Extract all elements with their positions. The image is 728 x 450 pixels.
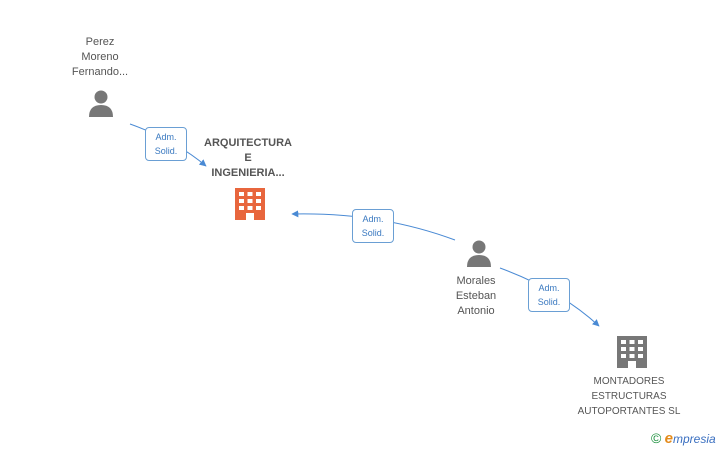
badge-line: Solid. (361, 228, 385, 238)
copyright-icon: © (651, 430, 662, 446)
label-line: Esteban (455, 290, 497, 302)
label-line: Fernando... (71, 66, 129, 78)
building-icon[interactable] (617, 336, 647, 368)
label-line: Moreno (81, 51, 119, 63)
label-line: INGENIERIA... (211, 167, 285, 179)
label-line: ESTRUCTURAS (591, 391, 667, 402)
building-icon[interactable] (235, 188, 265, 220)
edge-badge[interactable]: Adm. Solid. (352, 209, 394, 243)
node-label-perez[interactable]: Perez Moreno Fernando... (60, 35, 140, 80)
brand-name: mpresia (673, 432, 716, 446)
person-icon[interactable] (467, 240, 491, 268)
badge-line: Adm. (362, 214, 384, 224)
badge-line: Adm. (155, 132, 177, 142)
badge-line: Adm. (538, 283, 560, 293)
label-line: Antonio (457, 305, 495, 317)
node-label-arquitectura[interactable]: ARQUITECTURA E INGENIERIA... (192, 136, 304, 181)
badge-line: Solid. (154, 146, 178, 156)
brand-logo: © empresia (651, 430, 716, 447)
node-label-morales[interactable]: Morales Esteban Antonio (436, 274, 516, 319)
label-line: MONTADORES (593, 376, 665, 387)
label-line: Morales (456, 275, 496, 287)
brand-letter: e (664, 430, 674, 447)
label-line: Perez (85, 36, 115, 48)
label-line: ARQUITECTURA (204, 137, 292, 149)
label-line: AUTOPORTANTES SL (577, 406, 681, 417)
edge-badge[interactable]: Adm. Solid. (145, 127, 187, 161)
badge-line: Solid. (537, 297, 561, 307)
person-icon[interactable] (89, 90, 113, 118)
label-line: E (244, 152, 252, 164)
node-label-montadores[interactable]: MONTADORES ESTRUCTURAS AUTOPORTANTES SL (565, 374, 693, 419)
edge-badge[interactable]: Adm. Solid. (528, 278, 570, 312)
